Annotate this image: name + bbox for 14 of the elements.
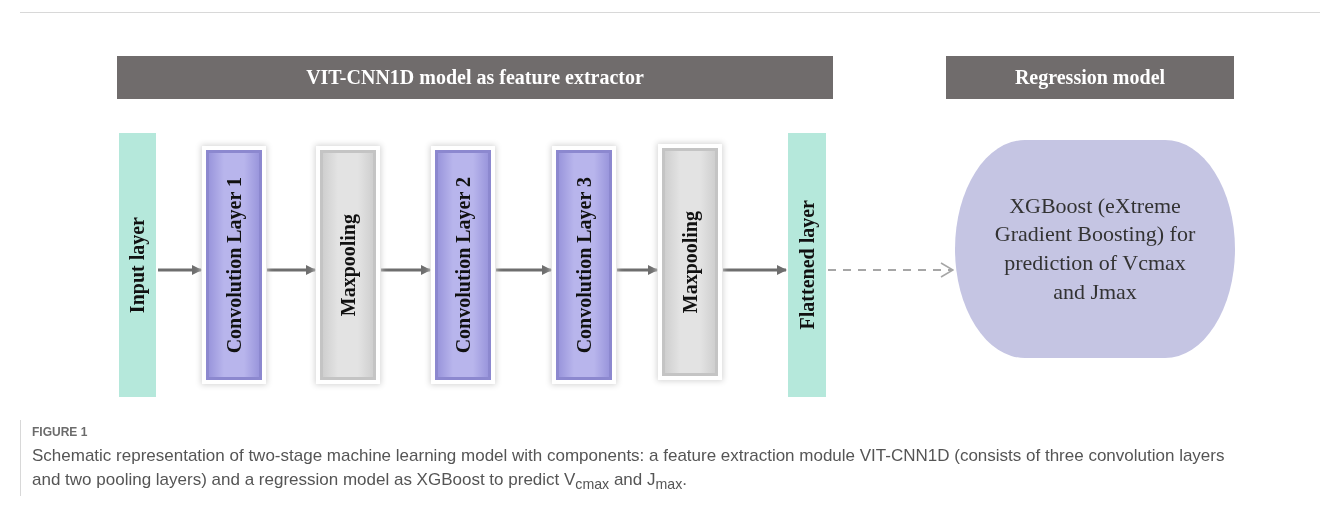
figure-label: FIGURE 1 [32,425,88,439]
arrow [381,265,431,275]
arrow [158,265,202,275]
caption: Schematic representation of two-stage machine learning model with components: a feature extraction module VIT-CNN1D (consists of three convolution layers and two pooling layers) and a regression model as XGBoost to predict V$_{cmax}$ and J$_{max}$. [32,445,1226,495]
layer-bar: Input layer [119,133,156,397]
model-box: XGBoost (eXtreme Gradient Boosting) for prediction of Vcmax and Jmax [955,140,1235,358]
section-header: Regression model [946,56,1234,99]
arrow [267,265,316,275]
arrow [496,265,552,275]
arrow [827,262,954,278]
layer-bar: Flattened layer [788,133,826,397]
arrow [723,265,787,275]
section-header: VIT-CNN1D model as feature extractor [117,56,833,99]
arrow [617,265,658,275]
